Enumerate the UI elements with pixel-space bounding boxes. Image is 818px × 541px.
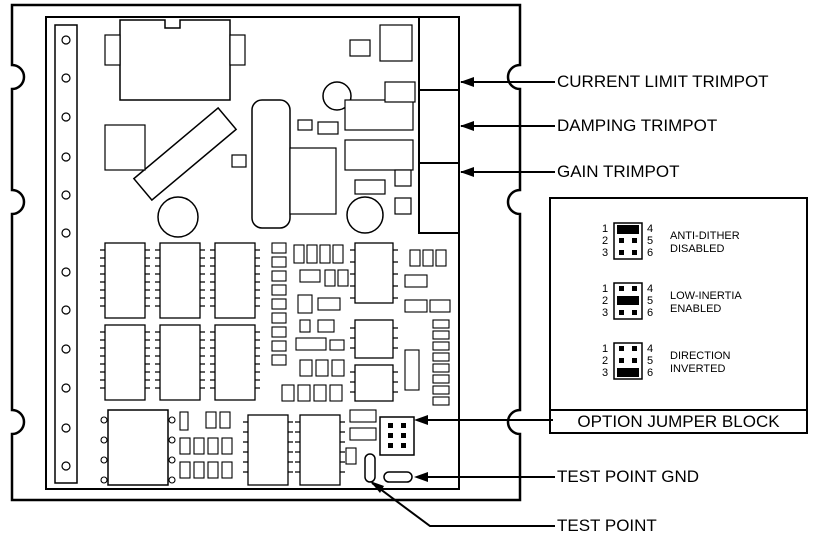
gain-trimpot-label: GAIN TRIMPOT bbox=[557, 162, 680, 181]
pin-number: 6 bbox=[647, 247, 654, 259]
option-label-line1: DIRECTION bbox=[670, 350, 731, 362]
pin-number: 2 bbox=[602, 235, 609, 247]
current-limit-trimpot-label: CURRENT LIMIT TRIMPOT bbox=[557, 72, 769, 91]
edge-connector-strip bbox=[54, 24, 78, 484]
trimpot-column bbox=[418, 16, 460, 234]
option-label-line2: INVERTED bbox=[670, 363, 726, 375]
round-capacitor-2 bbox=[346, 196, 384, 234]
pin-number: 1 bbox=[602, 343, 609, 355]
round-capacitor-1 bbox=[157, 196, 199, 238]
jumper-legend-title: OPTION JUMPER BLOCK bbox=[549, 409, 808, 434]
pin-number: 2 bbox=[602, 355, 609, 367]
test-point-pad bbox=[364, 453, 376, 483]
jumper-block-icon bbox=[613, 282, 643, 320]
pin-number: 1 bbox=[602, 223, 609, 235]
test-point-gnd-label: TEST POINT GND bbox=[557, 467, 700, 486]
pin-number: 3 bbox=[602, 307, 609, 319]
option-label-line2: DISABLED bbox=[670, 243, 725, 255]
option-label-line1: LOW-INERTIA bbox=[670, 290, 742, 302]
pin-number: 2 bbox=[602, 295, 609, 307]
dip-socket bbox=[107, 409, 169, 486]
dip-chips bbox=[104, 242, 394, 486]
pin-number: 6 bbox=[647, 307, 654, 319]
pin-number: 4 bbox=[647, 343, 654, 355]
crystal bbox=[132, 106, 238, 202]
pin-number: 3 bbox=[602, 367, 609, 379]
test-point-label: TEST POINT bbox=[557, 516, 657, 535]
pin-number: 5 bbox=[647, 235, 654, 247]
test-point-gnd-pad bbox=[383, 471, 413, 483]
jumper-block-icon bbox=[613, 222, 643, 260]
pin-number: 5 bbox=[647, 355, 654, 367]
relay-component bbox=[119, 19, 231, 101]
edge-connector-pins bbox=[61, 35, 71, 471]
pin-number: 5 bbox=[647, 295, 654, 307]
pin-number: 3 bbox=[602, 247, 609, 259]
tall-capacitor bbox=[251, 99, 291, 229]
pin-number: 6 bbox=[647, 367, 654, 379]
option-label-line1: ANTI-DITHER bbox=[670, 230, 740, 242]
damping-trimpot-label: DAMPING TRIMPOT bbox=[557, 116, 718, 135]
pin-number: 4 bbox=[647, 283, 654, 295]
pin-number: 1 bbox=[602, 283, 609, 295]
pin-number: 4 bbox=[647, 223, 654, 235]
option-label-line2: ENABLED bbox=[670, 303, 722, 315]
option-jumper-block-on-board bbox=[379, 416, 415, 456]
jumper-block-icon bbox=[613, 342, 643, 380]
